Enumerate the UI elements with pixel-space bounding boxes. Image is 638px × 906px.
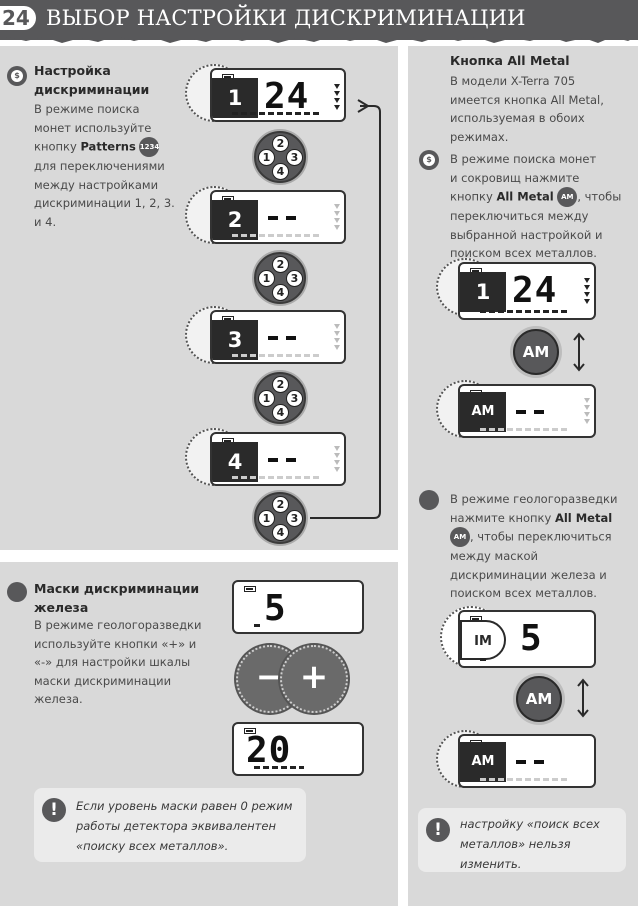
note-box <box>418 808 626 872</box>
page-title: ВЫБОР НАСТРОЙКИ ДИСКРИМИНАЦИИ <box>46 6 526 30</box>
pick-mode-icon <box>7 582 27 602</box>
lcd-display-2: 2 <box>210 190 346 244</box>
header-torn-edge <box>0 32 638 43</box>
toggle-arrow-icon <box>577 678 589 718</box>
patterns-button-icon: 1234 <box>139 137 160 157</box>
pick-mode-icon <box>419 490 439 510</box>
patterns-button[interactable]: 2 1 3 4 <box>254 252 306 304</box>
all-metal-prospect-text: В режиме геологоразведки нажмите кнопку … <box>450 492 618 600</box>
section-body: В режиме геологоразведки используйте кно… <box>34 618 202 706</box>
lcd-display-mask-high: 20 <box>232 722 364 776</box>
lcd-display-all-metal: AM <box>458 384 596 438</box>
warning-icon: ! <box>426 818 450 842</box>
note-text: настройку «поиск всех металлов» нельзя и… <box>460 817 600 871</box>
toggle-arrow-icon <box>573 332 585 372</box>
patterns-button[interactable]: 2 1 3 4 <box>254 492 306 544</box>
all-metal-coin-text: В режиме поиска монет и сокровищ нажмите… <box>450 152 622 260</box>
section-body: В режиме поиска монет используйте кнопку… <box>34 102 175 229</box>
coin-mode-icon <box>7 66 27 86</box>
page-number: 24 <box>0 6 36 30</box>
all-metal-button-icon: AM <box>450 527 470 547</box>
lcd-display-1: 1 24 <box>210 68 346 122</box>
lcd-display-all-metal-2: AM <box>458 734 596 788</box>
lcd-display-4: 4 <box>210 432 346 486</box>
lcd-display-mask-low: 5 <box>232 580 364 634</box>
note-box <box>34 788 306 862</box>
lcd-display-coin: 1 24 <box>458 262 596 320</box>
all-metal-intro: В модели X-Terra 705 имеется кнопка All … <box>450 74 604 144</box>
cycle-arrow <box>310 99 381 519</box>
lcd-display-3: 3 <box>210 310 346 364</box>
note-text: Если уровень маски равен 0 режим работы … <box>76 799 293 853</box>
patterns-button[interactable]: 2 1 3 4 <box>254 372 306 424</box>
all-metal-button[interactable]: AM <box>516 676 562 722</box>
patterns-button[interactable]: 2 1 3 4 <box>254 131 306 183</box>
section-heading: Настройка дискриминации <box>34 63 150 97</box>
all-metal-button-icon: AM <box>557 187 578 207</box>
section-heading: Кнопка All Metal <box>450 53 570 68</box>
coin-mode-icon <box>419 150 439 170</box>
section-heading: Маски дискриминации железа <box>34 581 200 615</box>
lcd-display-iron-mask: IM 5 <box>458 610 596 668</box>
warning-icon: ! <box>42 798 66 822</box>
plus-button[interactable]: + <box>280 645 348 713</box>
all-metal-button[interactable]: AM <box>513 329 559 375</box>
